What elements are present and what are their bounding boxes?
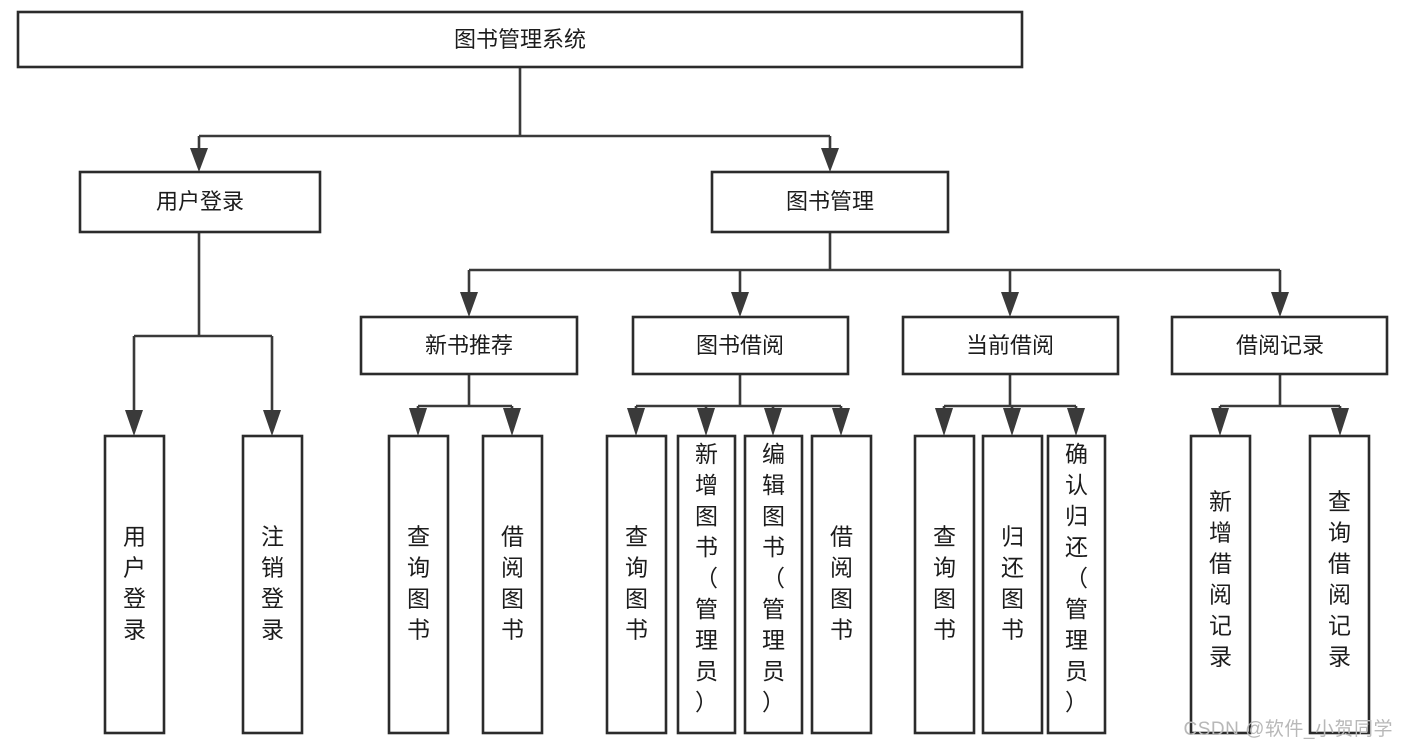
node-new-book-recommend-label: 新书推荐	[425, 333, 513, 358]
arrow-head-book-management	[821, 148, 839, 172]
node-leaf-edit-book-admin-box[interactable]	[743, 434, 804, 735]
arrow-head-leaf-query-borrow-record	[1331, 408, 1349, 436]
node-leaf-query-book-recommend-box[interactable]	[387, 434, 450, 735]
node-leaf-add-borrow-record-label: 新增借阅记录	[1209, 489, 1232, 670]
arrow-head-leaf-query-book-current	[935, 408, 953, 436]
arrow-head-current-borrow	[1001, 292, 1019, 317]
node-leaf-add-borrow-record-box[interactable]	[1189, 434, 1252, 735]
node-leaf-borrow-book-recommend-box[interactable]	[481, 434, 544, 735]
node-leaf-query-book-borrow[interactable]: 查询图书	[605, 434, 668, 735]
node-leaf-edit-book-admin-label: 编辑图书（管理员）	[762, 441, 785, 715]
node-user-login-label: 用户登录	[156, 189, 244, 214]
node-leaf-borrow-book-label: 借阅图书	[830, 524, 853, 643]
node-book-management-box[interactable]	[710, 170, 950, 234]
node-user-login-box[interactable]	[78, 170, 322, 234]
arrow-head-leaf-confirm-return-admin	[1067, 408, 1085, 436]
node-current-borrow-label: 当前借阅	[966, 333, 1054, 358]
arrow-head-leaf-logout	[263, 410, 281, 436]
arrow-head-leaf-user-login	[125, 410, 143, 436]
node-leaf-query-borrow-record-label: 查询借阅记录	[1328, 489, 1351, 670]
node-leaf-edit-book-admin[interactable]: 编辑图书（管理员）	[743, 434, 804, 735]
node-book-borrow[interactable]: 图书借阅	[631, 315, 850, 376]
node-leaf-query-book-recommend[interactable]: 查询图书	[387, 434, 450, 735]
node-leaf-query-borrow-record[interactable]: 查询借阅记录	[1308, 434, 1371, 735]
arrow-head-leaf-add-book-admin	[697, 408, 715, 436]
arrow-head-leaf-add-borrow-record	[1211, 408, 1229, 436]
node-leaf-query-book-current[interactable]: 查询图书	[913, 434, 976, 735]
node-borrow-records-box[interactable]	[1170, 315, 1389, 376]
node-leaf-borrow-book-box[interactable]	[810, 434, 873, 735]
node-borrow-records[interactable]: 借阅记录	[1170, 315, 1389, 376]
node-borrow-records-label: 借阅记录	[1236, 333, 1324, 358]
node-root-label: 图书管理系统	[454, 27, 586, 52]
node-leaf-return-book-label: 归还图书	[1001, 524, 1024, 643]
node-leaf-confirm-return-admin-box[interactable]	[1046, 434, 1107, 735]
node-root-box[interactable]	[16, 10, 1024, 69]
arrow-head-leaf-borrow-book	[832, 408, 850, 436]
node-book-borrow-box[interactable]	[631, 315, 850, 376]
node-leaf-query-book-borrow-box[interactable]	[605, 434, 668, 735]
arrow-head-leaf-query-book-borrow	[627, 408, 645, 436]
node-leaf-logout[interactable]: 注销登录	[241, 434, 304, 735]
node-leaf-query-book-current-box[interactable]	[913, 434, 976, 735]
leaf-nodes-layer: 用户登录 注销登录 查询图书 借阅图书 查询图书 新增图书（管理员） 编辑图书（管理员） 借阅…	[103, 434, 1371, 735]
node-leaf-add-book-admin-box[interactable]	[676, 434, 737, 735]
node-leaf-add-book-admin-label: 新增图书（管理员）	[695, 441, 718, 715]
connectors-layer	[125, 67, 1349, 436]
node-leaf-query-book-recommend-label: 查询图书	[407, 524, 430, 643]
node-leaf-add-borrow-record[interactable]: 新增借阅记录	[1189, 434, 1252, 735]
node-user-login[interactable]: 用户登录	[78, 170, 322, 234]
node-leaf-user-login-box[interactable]	[103, 434, 166, 735]
node-leaf-logout-label: 注销登录	[261, 524, 284, 643]
node-book-management-label: 图书管理	[786, 189, 874, 214]
node-new-book-recommend[interactable]: 新书推荐	[359, 315, 579, 376]
node-leaf-confirm-return-admin[interactable]: 确认归还（管理员）	[1046, 434, 1107, 735]
arrow-head-book-borrow	[731, 292, 749, 317]
node-leaf-borrow-book-recommend[interactable]: 借阅图书	[481, 434, 544, 735]
node-current-borrow[interactable]: 当前借阅	[901, 315, 1120, 376]
arrow-head-new-book-recommend	[460, 292, 478, 317]
node-leaf-logout-box[interactable]	[241, 434, 304, 735]
arrow-head-leaf-return-book	[1003, 408, 1021, 436]
arrow-head-leaf-query-book-recommend	[409, 408, 427, 436]
node-leaf-query-borrow-record-box[interactable]	[1308, 434, 1371, 735]
node-leaf-return-book-box[interactable]	[981, 434, 1044, 735]
node-leaf-user-login[interactable]: 用户登录	[103, 434, 166, 735]
arrow-head-user-login	[190, 148, 208, 172]
node-leaf-confirm-return-admin-label: 确认归还（管理员）	[1065, 441, 1088, 715]
node-book-borrow-label: 图书借阅	[696, 333, 784, 358]
node-leaf-return-book[interactable]: 归还图书	[981, 434, 1044, 735]
node-new-book-recommend-box[interactable]	[359, 315, 579, 376]
arrow-head-borrow-records	[1271, 292, 1289, 317]
node-root-system[interactable]: 图书管理系统	[16, 10, 1024, 69]
node-leaf-borrow-book-recommend-label: 借阅图书	[501, 524, 524, 643]
node-leaf-query-book-borrow-label: 查询图书	[625, 524, 648, 643]
node-leaf-query-book-current-label: 查询图书	[933, 524, 956, 643]
node-leaf-borrow-book[interactable]: 借阅图书	[810, 434, 873, 735]
node-leaf-add-book-admin[interactable]: 新增图书（管理员）	[676, 434, 737, 735]
arrow-head-leaf-edit-book-admin	[764, 408, 782, 436]
arrow-head-leaf-borrow-book-recommend	[503, 408, 521, 436]
node-book-management[interactable]: 图书管理	[710, 170, 950, 234]
node-current-borrow-box[interactable]	[901, 315, 1120, 376]
node-leaf-user-login-label: 用户登录	[123, 524, 146, 643]
